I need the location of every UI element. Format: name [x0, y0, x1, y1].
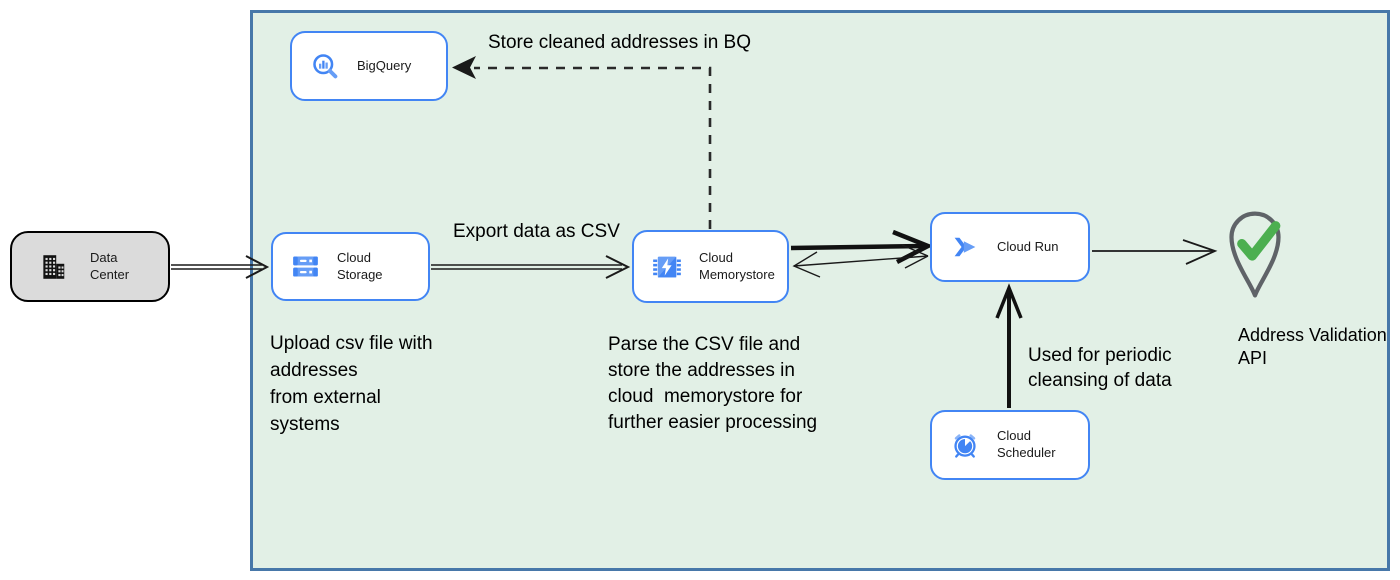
node-cloud-storage[interactable]: Cloud Storage	[271, 232, 430, 301]
node-bigquery[interactable]: BigQuery	[290, 31, 448, 101]
node-cloud-scheduler[interactable]: Cloud Scheduler	[930, 410, 1090, 480]
annotation-parse-csv: Parse the CSV file and store the address…	[608, 334, 818, 433]
node-label: Data Center	[90, 249, 130, 282]
gcp-boundary	[250, 10, 1390, 571]
node-cloud-memorystore[interactable]: Cloud Memorystore	[632, 230, 789, 303]
node-label: Cloud Run	[997, 238, 1059, 254]
bigquery-icon	[310, 51, 340, 81]
arrow-memorystore-to-bigquery	[452, 56, 712, 229]
map-pin-check-icon	[1222, 208, 1288, 302]
arrow-datacenter-to-storage	[171, 255, 270, 279]
node-data-center[interactable]: Data Center	[10, 231, 170, 302]
cloud-scheduler-icon	[950, 430, 980, 460]
node-label: BigQuery	[357, 57, 412, 73]
cloud-storage-icon	[291, 252, 320, 281]
arrow-memorystore-to-run	[790, 229, 934, 264]
node-label: Cloud Storage	[337, 249, 383, 282]
cloud-memorystore-icon	[652, 252, 682, 282]
node-label: Cloud Memorystore	[699, 249, 775, 282]
arrow-run-to-validation	[1092, 239, 1218, 265]
annotation-store-bq: Store cleaned addresses in BQ	[488, 32, 751, 53]
annotation-export-csv: Export data as CSV	[453, 221, 620, 242]
address-validation-node[interactable]	[1222, 208, 1288, 302]
cloud-run-icon	[950, 232, 980, 262]
arrow-scheduler-to-run	[995, 283, 1023, 408]
data-center-building-icon	[38, 252, 68, 282]
annotation-periodic-cleansing: Used for periodic cleansing of data	[1028, 345, 1172, 391]
arrow-storage-to-memorystore	[431, 255, 631, 279]
arrow-run-to-memorystore	[792, 244, 929, 278]
node-label: Cloud Scheduler	[997, 428, 1056, 460]
node-cloud-run[interactable]: Cloud Run	[930, 212, 1090, 282]
annotation-upload-csv: Upload csv file with addresses from exte…	[270, 333, 433, 435]
address-validation-label: Address Validation API	[1238, 325, 1387, 368]
